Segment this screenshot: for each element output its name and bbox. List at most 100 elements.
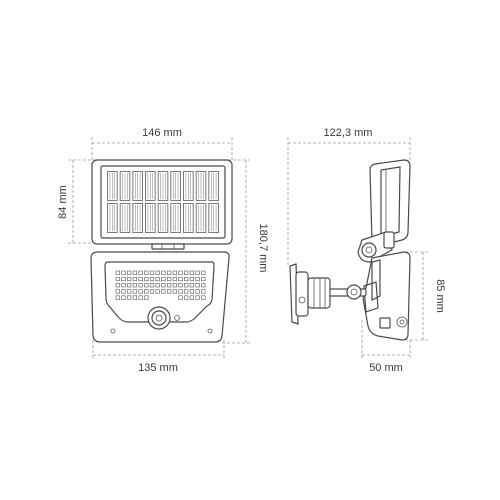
solar-cell <box>107 203 118 233</box>
side-solar-panel <box>369 159 411 247</box>
led-dot <box>115 276 120 282</box>
led-dot <box>178 295 183 300</box>
led-dot <box>115 289 120 294</box>
light-sensor <box>174 315 180 321</box>
solar-panel <box>91 159 233 245</box>
side-wall-mount <box>289 263 331 325</box>
led-dot <box>195 283 200 288</box>
label-side-lamp-height: 85 mm <box>434 279 446 313</box>
led-dot <box>155 289 160 294</box>
label-front-width-top: 146 mm <box>142 127 182 139</box>
dim-front-width-bottom: 135 mm <box>92 340 225 374</box>
led-dot <box>144 289 149 294</box>
led-dot <box>161 283 166 288</box>
label-front-total-height: 180,7 mm <box>257 224 269 273</box>
led-dot <box>155 276 160 282</box>
led-dot <box>167 270 172 275</box>
solar-cell <box>119 171 131 201</box>
led-dot <box>195 295 200 300</box>
led-dot <box>149 283 155 288</box>
led-dot <box>144 270 149 275</box>
led-dot <box>149 270 155 275</box>
screw-right-icon <box>207 328 213 334</box>
led-array <box>115 270 206 300</box>
led-dot <box>195 289 200 294</box>
front-view: 146 mm 84 mm 180,7 mm 135 mm <box>57 127 269 374</box>
led-dot <box>121 283 126 288</box>
solar-cell <box>119 203 131 233</box>
led-dot <box>115 270 120 275</box>
solar-cell <box>170 203 181 233</box>
led-dot <box>161 276 166 282</box>
led-dot <box>127 276 132 282</box>
led-dot <box>155 270 160 275</box>
led-dot <box>184 276 189 282</box>
solar-cell <box>183 203 194 233</box>
led-dot <box>178 283 183 288</box>
solar-cell <box>132 171 143 201</box>
led-dot <box>172 283 177 288</box>
label-front-panel-height: 84 mm <box>57 185 69 219</box>
led-dot <box>132 283 138 288</box>
led-dot <box>161 289 166 294</box>
led-dot <box>115 283 120 288</box>
led-dot <box>132 270 138 275</box>
side-ball-joint <box>327 284 367 300</box>
led-dot <box>138 283 143 288</box>
led-dot <box>201 295 206 300</box>
led-dot <box>127 283 132 288</box>
lamp-body <box>90 251 230 343</box>
led-dot <box>172 289 177 294</box>
led-dot <box>155 283 160 288</box>
led-dot <box>189 289 195 294</box>
led-dot <box>138 295 143 300</box>
led-dot <box>201 283 206 288</box>
led-dot <box>138 289 143 294</box>
label-front-width-bottom: 135 mm <box>138 362 178 374</box>
led-dot <box>138 276 143 282</box>
led-dot <box>144 283 149 288</box>
led-dot <box>167 276 172 282</box>
solar-cell <box>157 171 169 201</box>
led-dot <box>138 270 143 275</box>
led-dot <box>127 270 132 275</box>
solar-cell <box>145 203 156 233</box>
led-dot <box>184 289 189 294</box>
led-dot <box>167 289 172 294</box>
led-dot <box>172 270 177 275</box>
solar-cell <box>132 203 143 233</box>
panel-hinge <box>151 243 185 250</box>
solar-cell <box>157 203 169 233</box>
led-dot <box>121 276 126 282</box>
side-hinge-arm <box>357 231 395 263</box>
led-dot <box>115 295 120 300</box>
led-dot <box>201 276 206 282</box>
motion-sensor <box>147 306 171 330</box>
solar-cell <box>107 171 118 201</box>
led-dot <box>144 295 149 300</box>
led-dot <box>189 283 195 288</box>
led-dot <box>178 289 183 294</box>
dim-side-lamp-height: 85 mm <box>405 251 446 341</box>
side-lamp-body <box>362 251 411 341</box>
led-dot <box>121 270 126 275</box>
led-dot <box>121 289 126 294</box>
led-dot <box>127 295 132 300</box>
solar-cell <box>145 171 156 201</box>
led-dot <box>127 289 132 294</box>
solar-cell-grid <box>107 171 219 233</box>
label-side-depth-top: 122,3 mm <box>324 127 373 139</box>
led-dot <box>132 289 138 294</box>
led-dot <box>189 295 195 300</box>
led-dot <box>149 276 155 282</box>
led-dot <box>189 270 195 275</box>
solar-cell <box>183 171 194 201</box>
led-dot <box>167 283 172 288</box>
solar-cell <box>208 171 219 201</box>
solar-cell <box>170 171 181 201</box>
dim-front-width-top: 146 mm <box>91 127 233 160</box>
led-dot <box>195 270 200 275</box>
led-dot <box>201 289 206 294</box>
